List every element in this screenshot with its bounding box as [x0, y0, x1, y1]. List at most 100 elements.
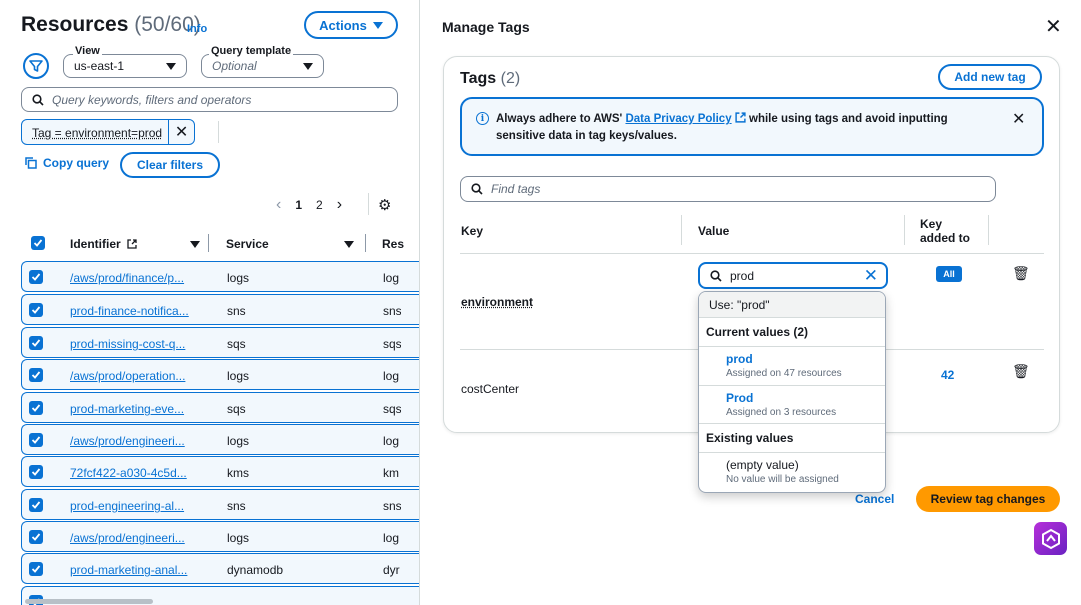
- resource-identifier-link[interactable]: prod-finance-notifica...: [70, 304, 189, 318]
- key-added-to-count-link[interactable]: 42: [941, 368, 955, 382]
- dismiss-alert-icon[interactable]: ✕: [1012, 111, 1026, 128]
- query-template-select[interactable]: Optional: [201, 54, 324, 78]
- value-option-empty[interactable]: (empty value) No value will be assigned: [699, 458, 885, 485]
- filter-icon[interactable]: [23, 53, 49, 79]
- value-option-description: Assigned on 3 resources: [726, 407, 837, 418]
- review-tag-changes-label: Review tag changes: [930, 492, 1046, 506]
- info-link[interactable]: Info: [187, 23, 208, 35]
- row-checkbox[interactable]: [29, 336, 43, 350]
- query-search-placeholder: Query keywords, filters and operators: [52, 92, 252, 107]
- resource-identifier-link[interactable]: 72fcf422-a030-4c5d...: [70, 466, 187, 480]
- value-option-Prod[interactable]: Prod Assigned on 3 resources: [699, 391, 885, 418]
- resource-identifier-link[interactable]: /aws/prod/engineeri...: [70, 531, 185, 545]
- next-page-icon[interactable]: ›: [336, 196, 343, 213]
- query-template-label: Query template: [209, 45, 294, 57]
- row-checkbox[interactable]: [29, 368, 43, 382]
- page-1[interactable]: 1: [295, 198, 303, 212]
- resource-region: sqs: [383, 402, 401, 416]
- select-all-checkbox[interactable]: [31, 236, 45, 250]
- resource-identifier-link[interactable]: /aws/prod/engineeri...: [70, 434, 185, 448]
- pagination: ‹ 1 2 ›: [276, 196, 342, 214]
- trash-icon[interactable]: 🗑: [1012, 265, 1030, 281]
- row-checkbox[interactable]: [29, 401, 43, 415]
- resource-service: dynamodb: [227, 563, 284, 577]
- clear-filters-button[interactable]: Clear filters: [120, 152, 220, 178]
- use-typed-value-option[interactable]: Use: "prod": [699, 292, 885, 318]
- check-icon: [33, 239, 43, 247]
- gear-icon[interactable]: ⚙: [378, 197, 392, 214]
- actions-button[interactable]: Actions: [304, 11, 398, 39]
- value-option-prod[interactable]: prod Assigned on 47 resources: [699, 352, 885, 379]
- service-column-header[interactable]: Service: [226, 237, 269, 251]
- region-column-header[interactable]: Res: [382, 237, 405, 251]
- resource-identifier-link[interactable]: prod-missing-cost-q...: [70, 337, 186, 351]
- resource-identifier-link[interactable]: prod-engineering-al...: [70, 499, 185, 513]
- remove-token-icon[interactable]: ✕: [168, 120, 194, 144]
- divider: [218, 121, 219, 143]
- resource-service: kms: [227, 466, 249, 480]
- query-search-input[interactable]: Query keywords, filters and operators: [21, 87, 398, 112]
- resource-identifier-link[interactable]: /aws/prod/operation...: [70, 369, 186, 383]
- identifier-column-header[interactable]: Identifier: [70, 237, 137, 251]
- existing-values-group-header: Existing values: [706, 431, 794, 445]
- check-icon: [31, 565, 41, 573]
- filter-token[interactable]: Tag = environment=prod ✕: [21, 119, 196, 145]
- view-select[interactable]: us-east-1: [63, 54, 187, 78]
- alert-text-pre: Always adhere to AWS': [496, 113, 626, 125]
- trash-icon[interactable]: 🗑: [1012, 363, 1030, 379]
- info-alert: i Always adhere to AWS' Data Privacy Pol…: [460, 97, 1044, 156]
- data-privacy-policy-link[interactable]: Data Privacy Policy: [625, 113, 732, 125]
- resource-identifier-link[interactable]: prod-marketing-anal...: [70, 563, 188, 577]
- clear-value-icon[interactable]: ✕: [863, 266, 878, 285]
- check-icon: [31, 273, 41, 281]
- tags-count: (2): [500, 70, 521, 87]
- horizontal-scrollbar[interactable]: [25, 599, 153, 604]
- key-added-to-all-badge: All: [936, 266, 962, 282]
- find-tags-input[interactable]: Find tags: [460, 176, 996, 202]
- filter-token-label[interactable]: Tag = environment=prod: [32, 126, 163, 140]
- row-checkbox[interactable]: [29, 498, 43, 512]
- sort-caret-icon[interactable]: [344, 241, 354, 248]
- tag-value-input[interactable]: prod ✕: [698, 262, 888, 289]
- cancel-button[interactable]: Cancel: [855, 492, 895, 506]
- row-checkbox[interactable]: [29, 433, 43, 447]
- caret-down-icon: [372, 21, 383, 29]
- resources-title-text: Resources: [21, 13, 129, 36]
- review-tag-changes-button[interactable]: Review tag changes: [916, 486, 1060, 512]
- chevron-down-icon: [166, 62, 176, 70]
- key-added-to-line2: added to: [920, 231, 970, 245]
- sort-caret-icon[interactable]: [190, 241, 200, 248]
- resources-title: Resources (50/60): [21, 13, 201, 37]
- row-checkbox[interactable]: [29, 270, 43, 284]
- resources-panel: Resources (50/60) Info Actions us-east-1…: [0, 0, 420, 605]
- add-new-tag-button[interactable]: Add new tag: [938, 64, 1042, 90]
- resource-identifier-link[interactable]: prod-marketing-eve...: [70, 402, 185, 416]
- row-checkbox[interactable]: [29, 562, 43, 576]
- prev-page-icon[interactable]: ‹: [276, 196, 282, 213]
- value-option-label: (empty value): [726, 458, 799, 472]
- close-icon[interactable]: ✕: [1045, 16, 1062, 38]
- page-2[interactable]: 2: [316, 198, 323, 212]
- row-checkbox[interactable]: [29, 465, 43, 479]
- value-column-header: Value: [698, 224, 730, 238]
- row-checkbox[interactable]: [29, 303, 43, 317]
- row-checkbox[interactable]: [29, 530, 43, 544]
- extension-logo-icon[interactable]: [1034, 522, 1067, 555]
- tag-key-costcenter: costCenter: [461, 382, 520, 396]
- tag-key-environment[interactable]: environment: [461, 295, 534, 309]
- resource-identifier-link[interactable]: /aws/prod/finance/p...: [70, 271, 185, 285]
- resource-region: sns: [383, 304, 401, 318]
- copy-query-button[interactable]: Copy query: [25, 156, 109, 170]
- resource-region: sns: [383, 499, 401, 513]
- value-option-description: No value will be assigned: [726, 474, 839, 485]
